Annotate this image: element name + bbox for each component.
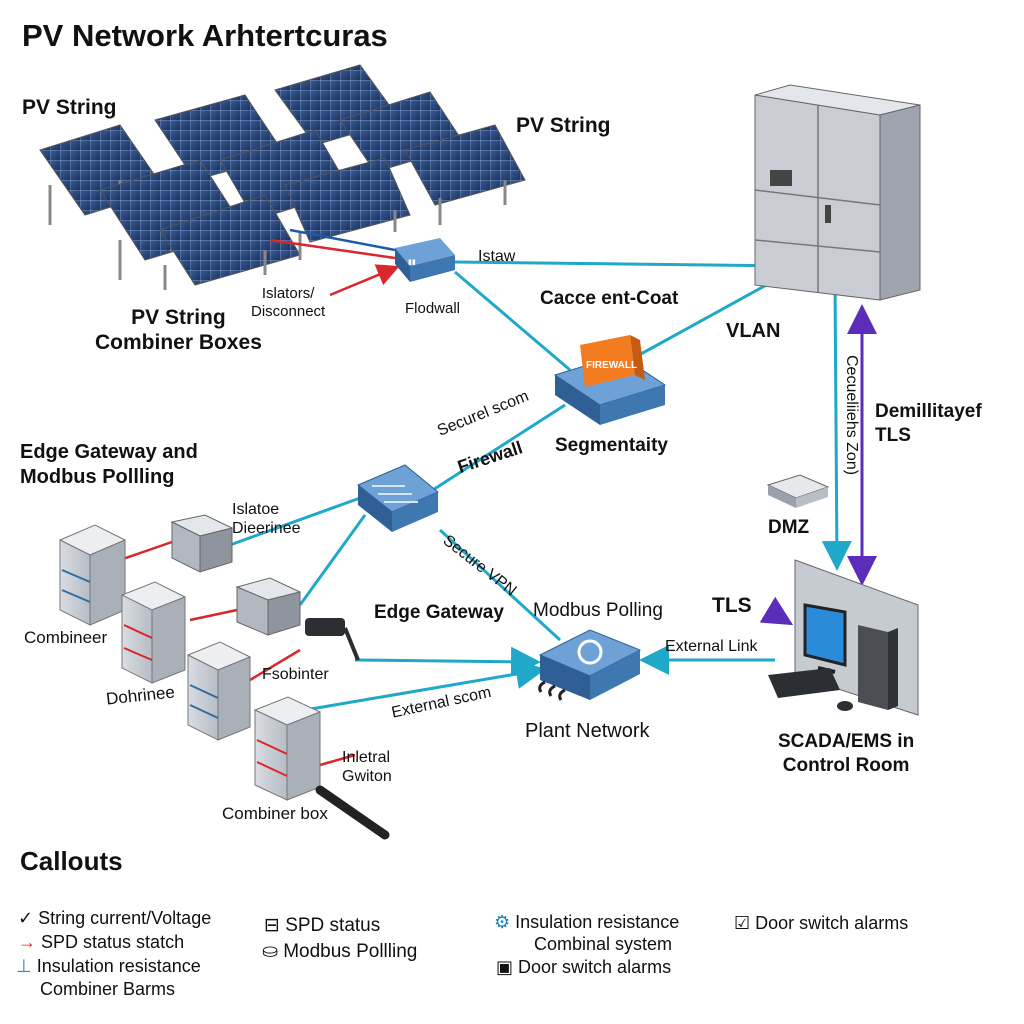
pv-array <box>39 64 526 290</box>
label-combiner-boxes: PV String Combiner Boxes <box>95 306 262 354</box>
pv-panel <box>404 124 526 225</box>
red-arrow-icon: → <box>18 932 36 952</box>
edge-gateway-switch <box>357 464 439 532</box>
callout-item: ⛀ Modbus Pollling <box>262 941 418 962</box>
callout-item: ✓ String current/Voltage <box>18 908 212 928</box>
insulation-icon: ⊥ <box>16 956 32 976</box>
callout-item: Combiner Barms <box>40 979 176 999</box>
door-switch-icon: ☑ <box>734 913 751 933</box>
robot-icon: ⚙ <box>494 912 511 932</box>
callout-item: ☑ Door switch alarms <box>734 913 909 933</box>
callout-item: ⊟ SPD status <box>264 915 381 936</box>
label-inletral-gwiton: Inletral Gwiton <box>342 749 392 785</box>
callout-item: Combinal system <box>534 934 673 954</box>
label-scada: SCADA/EMS in Control Room <box>778 731 915 776</box>
pv-panel <box>284 157 411 260</box>
dmz-device <box>766 474 830 508</box>
label-flodwall: Flodwall <box>405 300 461 317</box>
label-pv-string-left: PV String <box>22 96 117 119</box>
combiner-box <box>253 696 390 840</box>
spd-icon: ⊟ <box>264 915 280 936</box>
label-combineer: Combineer <box>24 628 108 647</box>
label-edge-gateway-modbus: Edge Gateway and Modbus Pollling <box>20 441 198 488</box>
label-external-link: External Link <box>665 638 758 655</box>
label-fsobinter: Fsobinter <box>262 666 329 683</box>
callout-item: ⚙ Insulation resistance <box>494 912 680 932</box>
svg-text:▮▮: ▮▮ <box>408 259 416 266</box>
label-plant-network: Plant Network <box>525 720 650 742</box>
field-switch: ▮▮ <box>395 238 455 282</box>
network-links <box>229 250 852 712</box>
connector-plug <box>305 618 360 661</box>
callouts-title: Callouts <box>20 846 123 876</box>
diagram-title: PV Network Arhtertcuras <box>22 18 388 53</box>
combiner-box <box>120 581 187 684</box>
monitor-icon: ▣ <box>496 957 514 977</box>
label-istaw: Istaw <box>478 248 516 265</box>
callout-item: → SPD status statch <box>18 932 185 952</box>
label-vlan: VLAN <box>726 320 781 342</box>
firewall-box-label: FIREWALL <box>586 360 637 371</box>
label-modbus-polling: Modbus Polling <box>533 600 663 621</box>
modbus-icon: ⛀ <box>262 941 278 962</box>
label-demillitayef: Demillitayef TLS <box>875 401 982 446</box>
label-isolators: Islators/ Disconnect <box>251 285 326 320</box>
label-cacce: Cacce ent-Coat <box>540 288 679 309</box>
power-wires <box>119 228 400 767</box>
callout-item: ▣ Door switch alarms <box>496 957 672 977</box>
combiner-box <box>186 641 252 741</box>
label-edge-gateway: Edge Gateway <box>374 602 504 623</box>
firewall-appliance: FIREWALL <box>553 335 667 425</box>
check-icon: ✓ <box>18 908 34 928</box>
label-cecueliiehs-zon: Cecueliiehs Zon) <box>843 355 860 476</box>
label-combiner-box: Combiner box <box>222 804 328 823</box>
label-islatoe: Islatoe Dieerinee <box>232 501 301 537</box>
scada-workstation <box>768 559 919 716</box>
isolator-module <box>235 577 302 636</box>
label-dmz: DMZ <box>768 517 810 538</box>
label-tls: TLS <box>712 594 752 617</box>
callout-item: ⊥ Insulation resistance <box>16 956 201 976</box>
isolator-module <box>170 514 234 573</box>
plant-network-switch <box>538 629 642 701</box>
label-pv-string-right: PV String <box>516 114 611 137</box>
combiner-box <box>58 524 127 626</box>
control-cabinet <box>754 84 921 301</box>
tls-link <box>759 304 877 626</box>
label-segmentaity: Segmentaity <box>555 435 668 456</box>
